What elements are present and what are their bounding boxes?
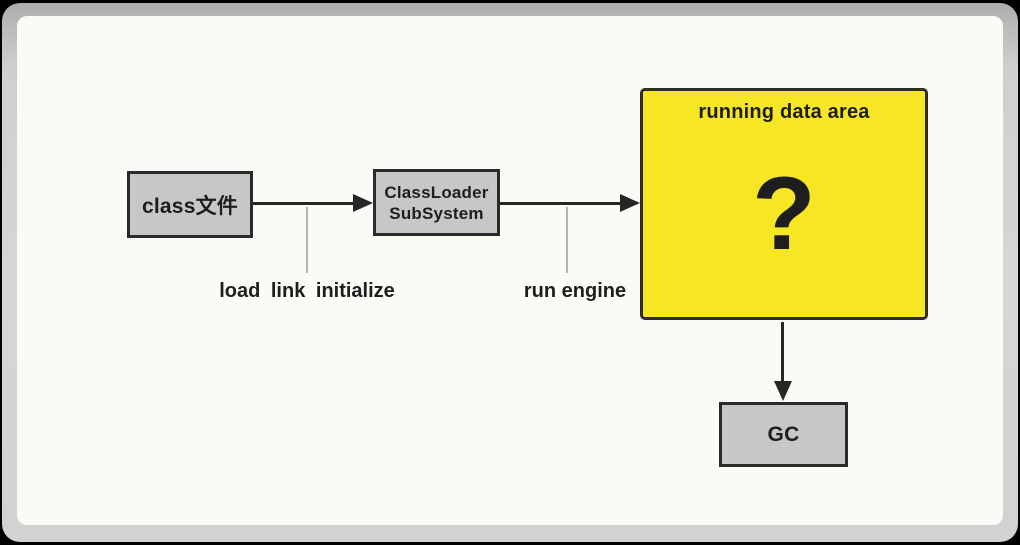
node-running-data-area: running data area ? [640, 88, 928, 320]
edge-label-load-link-initialize: load link initialize [219, 280, 395, 302]
arrow-class-to-classloader [253, 202, 354, 205]
question-mark-placeholder: ? [752, 155, 816, 272]
arrow-runningdata-to-gc-head-icon [774, 381, 792, 401]
node-classloader-label-line2: SubSystem [389, 203, 484, 223]
arrow-classloader-to-runningdata [500, 202, 620, 205]
node-class-file-label: class文件 [142, 194, 238, 218]
edge-label-run-engine: run engine [523, 280, 627, 302]
arrow-runningdata-to-gc [781, 322, 784, 382]
tick-line-load-link-initialize [306, 207, 308, 273]
arrow-classloader-to-runningdata-head-icon [620, 194, 640, 212]
tick-line-run-engine [566, 207, 568, 273]
node-gc: GC [719, 402, 848, 467]
node-running-data-area-title: running data area [698, 101, 870, 123]
node-class-file: class文件 [127, 171, 253, 238]
node-classloader-label-line1: ClassLoader [384, 182, 489, 202]
node-classloader-subsystem: ClassLoader SubSystem [373, 169, 500, 236]
node-gc-label: GC [767, 422, 800, 446]
arrow-class-to-classloader-head-icon [353, 194, 373, 212]
